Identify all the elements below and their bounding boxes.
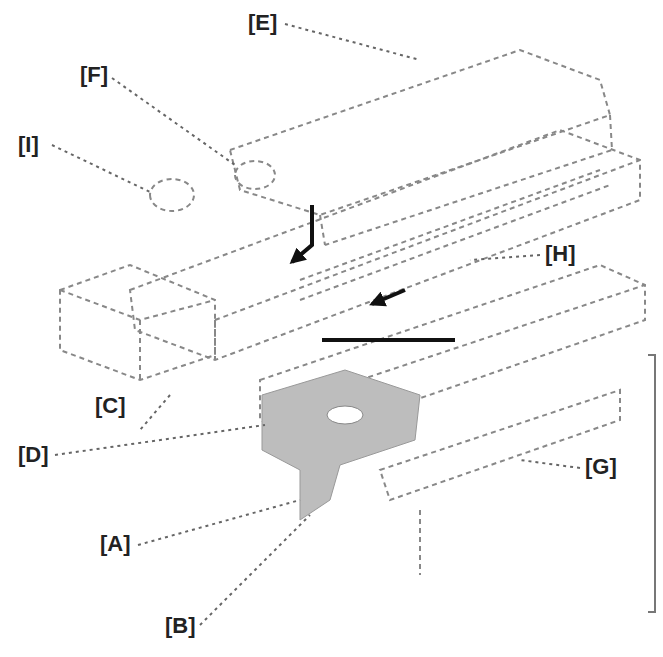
callout-label: [A] bbox=[100, 533, 131, 555]
callout-label: [F] bbox=[80, 64, 108, 86]
callout-label: [D] bbox=[18, 444, 49, 466]
callout-label: [B] bbox=[165, 615, 196, 637]
callout-label: [H] bbox=[545, 243, 576, 265]
callout-label: [E] bbox=[248, 12, 277, 34]
callout-label: [G] bbox=[585, 456, 617, 478]
callout-label: [C] bbox=[95, 395, 126, 417]
callout-label: [I] bbox=[18, 134, 39, 156]
